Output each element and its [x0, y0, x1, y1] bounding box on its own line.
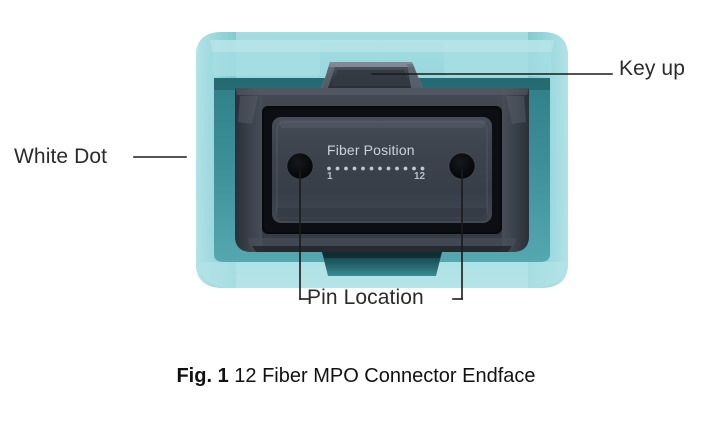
- fiber-dot-7: [378, 166, 382, 171]
- callout-label-pin-location: Pin Location: [307, 286, 424, 309]
- fiber-dot-6: [369, 166, 374, 171]
- ferrule-endface: [272, 117, 492, 223]
- fiber-dot-12: [420, 166, 425, 171]
- pin-hole-left: [287, 153, 313, 179]
- boot-bottom-slot: [322, 252, 442, 276]
- fiber-dot-9: [395, 166, 399, 171]
- fiber-position-dots: [327, 166, 425, 171]
- fiber-dot-3: [344, 166, 348, 171]
- fiber-dot-2: [335, 166, 340, 171]
- fiber-dot-8: [386, 166, 391, 171]
- leader-lines: [133, 73, 613, 300]
- figure-caption-number: Fig. 1: [176, 365, 229, 387]
- fiber-dot-4: [352, 166, 357, 171]
- fiber-dot-10: [403, 166, 408, 171]
- figure-caption: Fig. 1 12 Fiber MPO Connector Endface: [0, 366, 712, 386]
- fiber-dot-1: [327, 166, 331, 171]
- fiber-dot-11: [412, 166, 416, 171]
- pin-hole-right: [449, 153, 475, 179]
- callout-label-white-dot: White Dot: [14, 145, 108, 168]
- key-up-tab: [321, 62, 423, 88]
- fiber-dot-5: [361, 166, 365, 171]
- callout-label-key-up: Key up: [619, 57, 685, 80]
- figure-caption-text: 12 Fiber MPO Connector Endface: [234, 365, 536, 387]
